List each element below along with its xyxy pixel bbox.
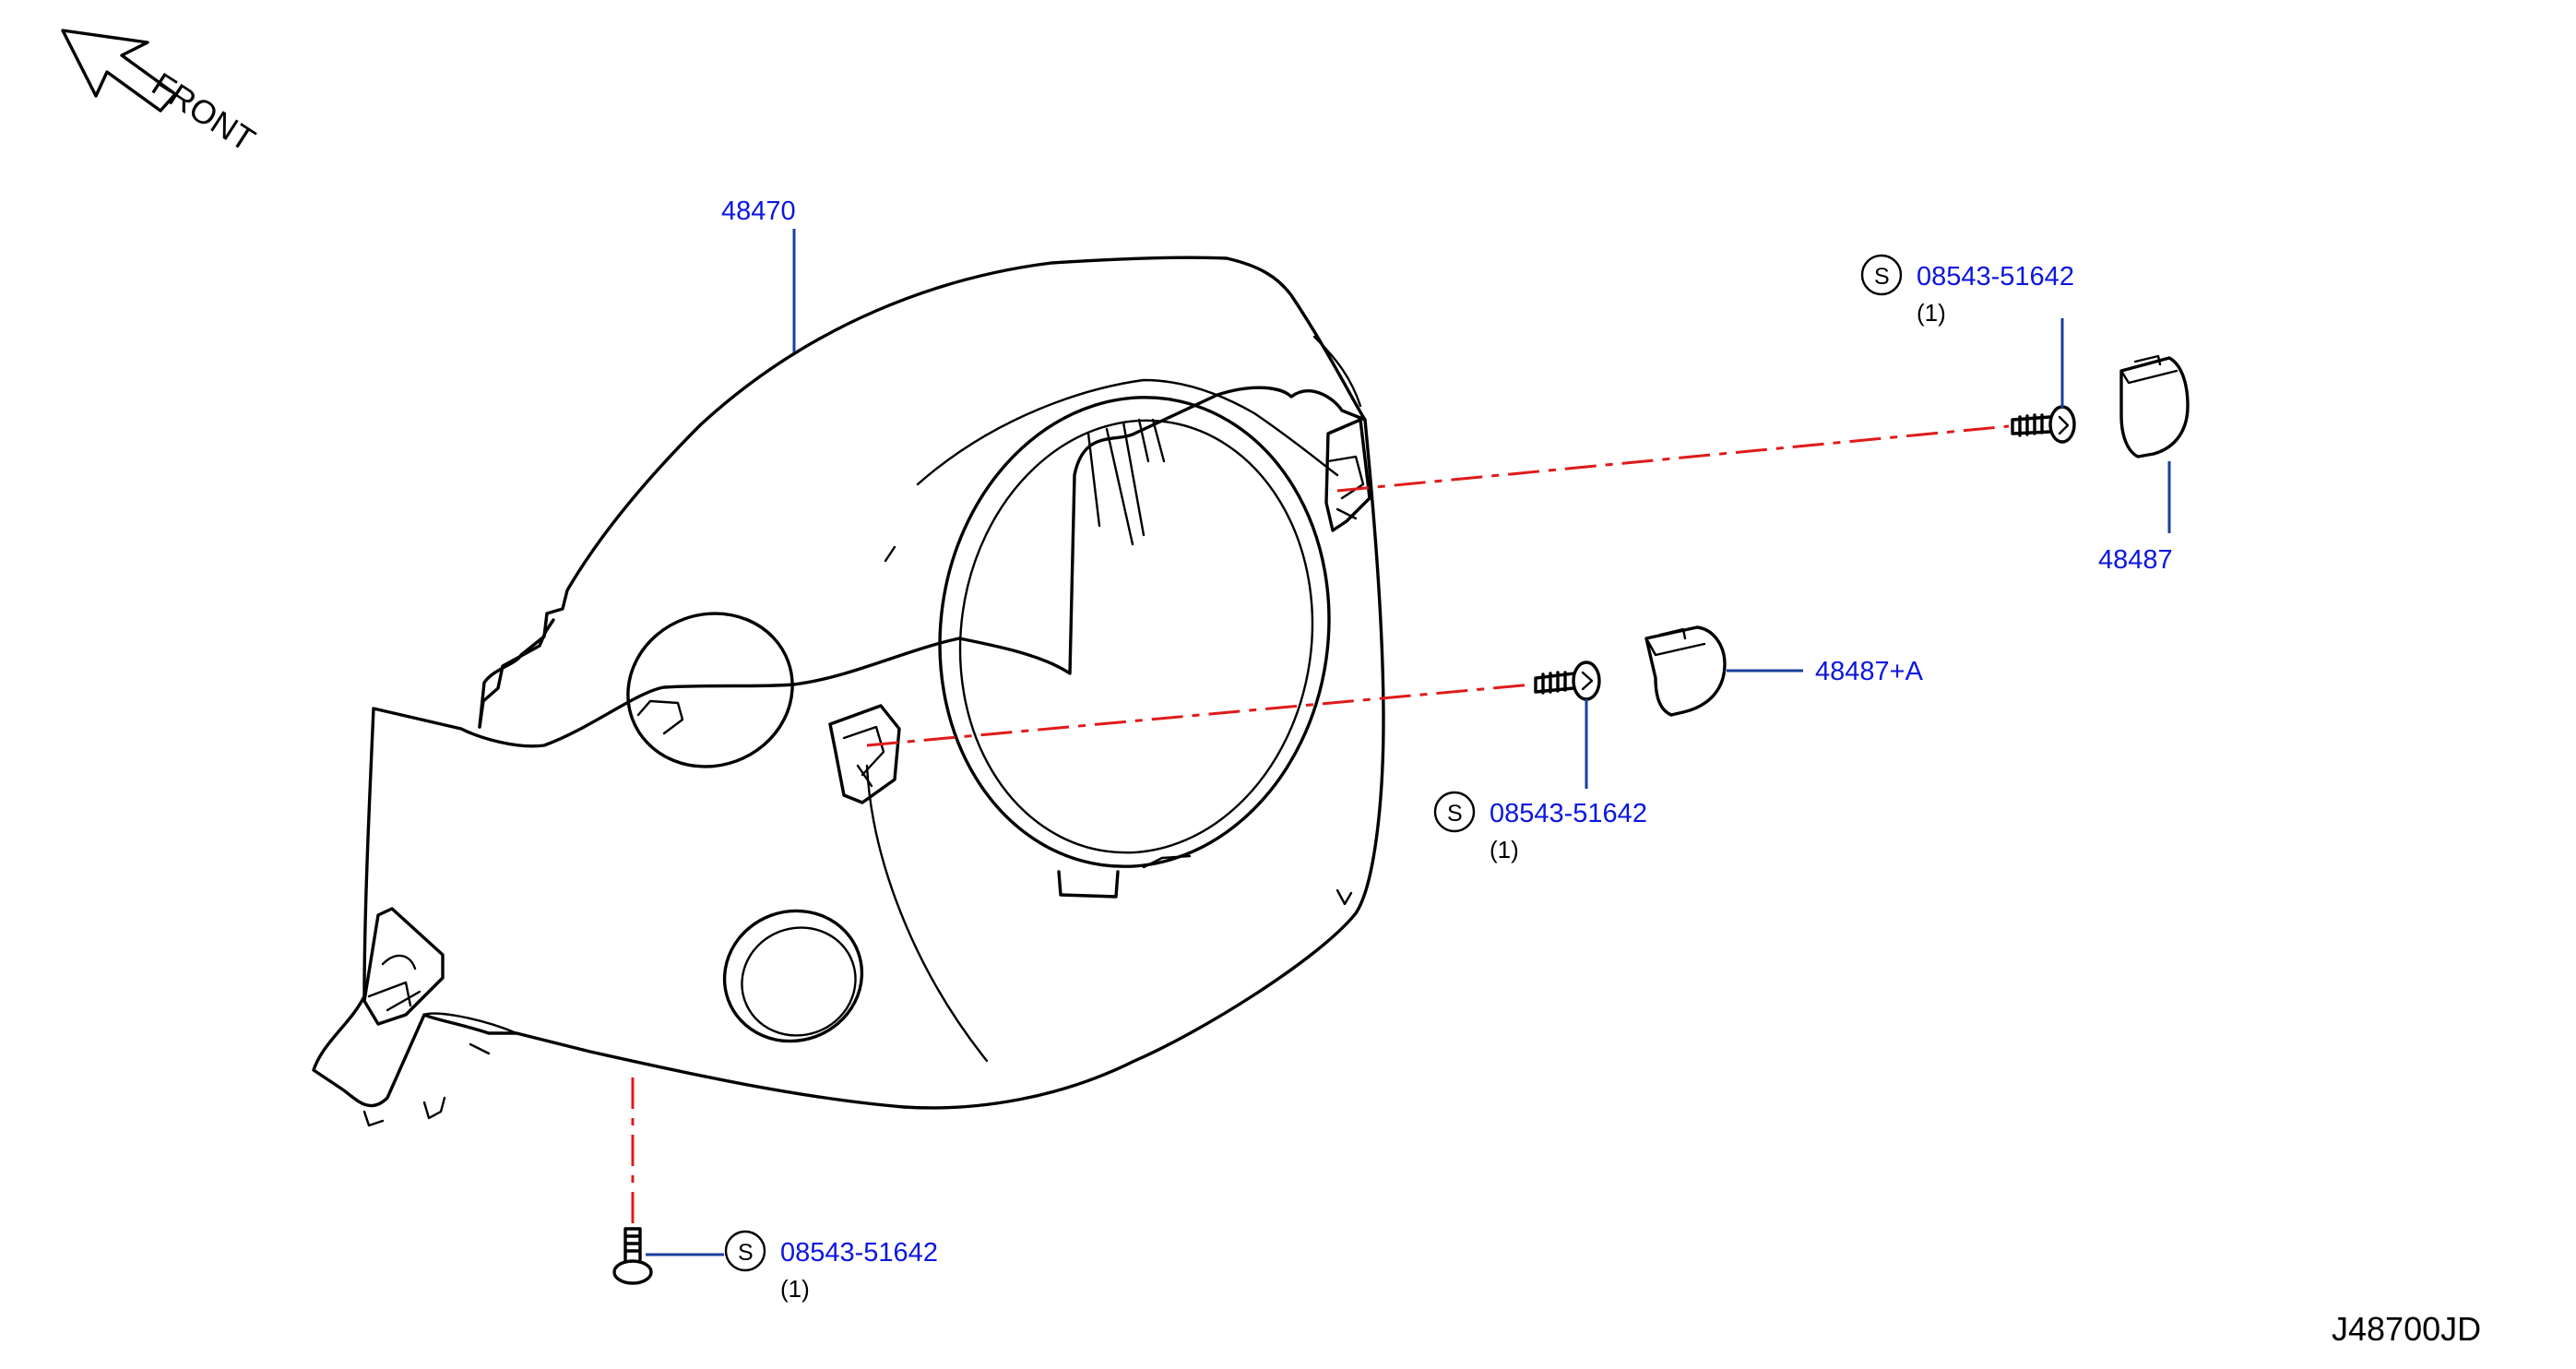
- screw-bottom-symbol-circle: [724, 1230, 766, 1272]
- opening-inner-ribs: [1086, 418, 1166, 546]
- upper-cap-tab-icon: [2133, 354, 2162, 366]
- upper-screw-shank: [2011, 413, 2052, 437]
- upper-screw[interactable]: [2011, 405, 2076, 444]
- cover-clip-pocket: [362, 907, 445, 1026]
- screw-bottom-quantity: (1): [780, 1275, 810, 1303]
- ignition-hole-bracket: [636, 699, 684, 735]
- lower-round-opening-inner: [741, 926, 857, 1037]
- middle-cap-tab-icon: [1658, 627, 1687, 640]
- opening-bottom-slot: [1142, 854, 1192, 869]
- screw-upper-part-number: 08543-51642: [1917, 262, 2074, 292]
- middle-screw-boss-detail: [842, 725, 885, 788]
- screw-upper-quantity: (1): [1917, 299, 1946, 327]
- cap-upper-part-number: 48487: [2098, 545, 2173, 575]
- screw-upper-symbol: S: [1874, 264, 1890, 290]
- right-screw-boss: [1324, 418, 1371, 532]
- screw-middle-symbol: S: [1447, 801, 1463, 827]
- diagram-id: J48700JD: [2332, 1310, 2481, 1348]
- middle-cap-edge: [1644, 637, 1706, 657]
- cover-right-notch: [1335, 888, 1353, 906]
- screw-middle-symbol-circle: [1433, 791, 1476, 833]
- upper-screw-drive-icon: [2058, 415, 2070, 435]
- lower-round-opening-outer: [722, 909, 864, 1043]
- callout-screw-middle[interactable]: S 08543-51642 (1): [1433, 791, 1647, 863]
- cover-clip-detail: [367, 954, 421, 1012]
- callout-cap-upper[interactable]: 48487: [2098, 545, 2173, 575]
- upper-cap-body: [2119, 356, 2190, 458]
- cover-clip-legs: [362, 1096, 446, 1127]
- leader-lines: [646, 229, 2171, 1256]
- middle-cap-body: [1644, 625, 1727, 717]
- cover-lower-sweep: [865, 764, 989, 1063]
- cover-ridge: [884, 545, 896, 563]
- column-cover-part-number: 48470: [721, 196, 796, 226]
- ignition-hole: [626, 612, 794, 768]
- screw-bottom-symbol: S: [738, 1240, 754, 1266]
- screw-upper-symbol-circle: [1860, 254, 1903, 296]
- column-cover-outline: [312, 386, 1385, 1110]
- front-arrow-icon: [61, 29, 177, 113]
- right-screw-boss-detail: [1326, 455, 1365, 520]
- assembly-lines: [631, 424, 2010, 1227]
- callout-screw-bottom[interactable]: S 08543-51642 (1): [724, 1230, 938, 1303]
- cover-lower-flange: [422, 1012, 518, 1035]
- upper-assembly-line: [1336, 424, 2010, 493]
- callout-screw-upper[interactable]: S 08543-51642 (1): [1860, 254, 2074, 327]
- middle-cap[interactable]: [1644, 625, 1727, 717]
- callout-column-cover[interactable]: 48470: [721, 196, 796, 226]
- screw-middle-quantity: (1): [1490, 836, 1519, 863]
- upper-cap-edge: [2119, 369, 2178, 385]
- middle-screw-shank: [1534, 671, 1575, 695]
- callout-cap-lower[interactable]: 48487+A: [1815, 657, 1924, 686]
- middle-screw-boss: [828, 704, 901, 804]
- cover-side-crease: [1312, 335, 1362, 408]
- middle-screw-drive-icon: [1581, 671, 1594, 691]
- screw-bottom-part-number: 08543-51642: [780, 1238, 938, 1268]
- bottom-screw[interactable]: [612, 1227, 653, 1285]
- screw-middle-part-number: 08543-51642: [1490, 799, 1647, 828]
- bottom-screw-shank: [623, 1227, 642, 1264]
- middle-screw-head: [1572, 661, 1601, 701]
- steering-shaft-opening-outer: [938, 396, 1331, 868]
- upper-cap[interactable]: [2119, 354, 2190, 458]
- cap-lower-part-number: 48487+A: [1815, 657, 1924, 686]
- middle-assembly-line: [866, 683, 1534, 747]
- front-direction-indicator: FRONT: [61, 29, 262, 159]
- middle-screw[interactable]: [1534, 661, 1601, 701]
- cover-upper-shell: [478, 256, 1367, 729]
- bottom-screw-head: [612, 1259, 653, 1285]
- opening-bottom-tab: [1057, 870, 1120, 899]
- upper-screw-head: [2048, 405, 2076, 444]
- cover-lower-tab: [469, 1042, 491, 1055]
- steering-column-cover[interactable]: [312, 256, 1385, 1127]
- cover-top-crease: [916, 378, 1339, 486]
- front-label: FRONT: [146, 65, 262, 159]
- steering-shaft-opening-inner: [958, 419, 1314, 854]
- cover-left-bracket: [478, 618, 555, 729]
